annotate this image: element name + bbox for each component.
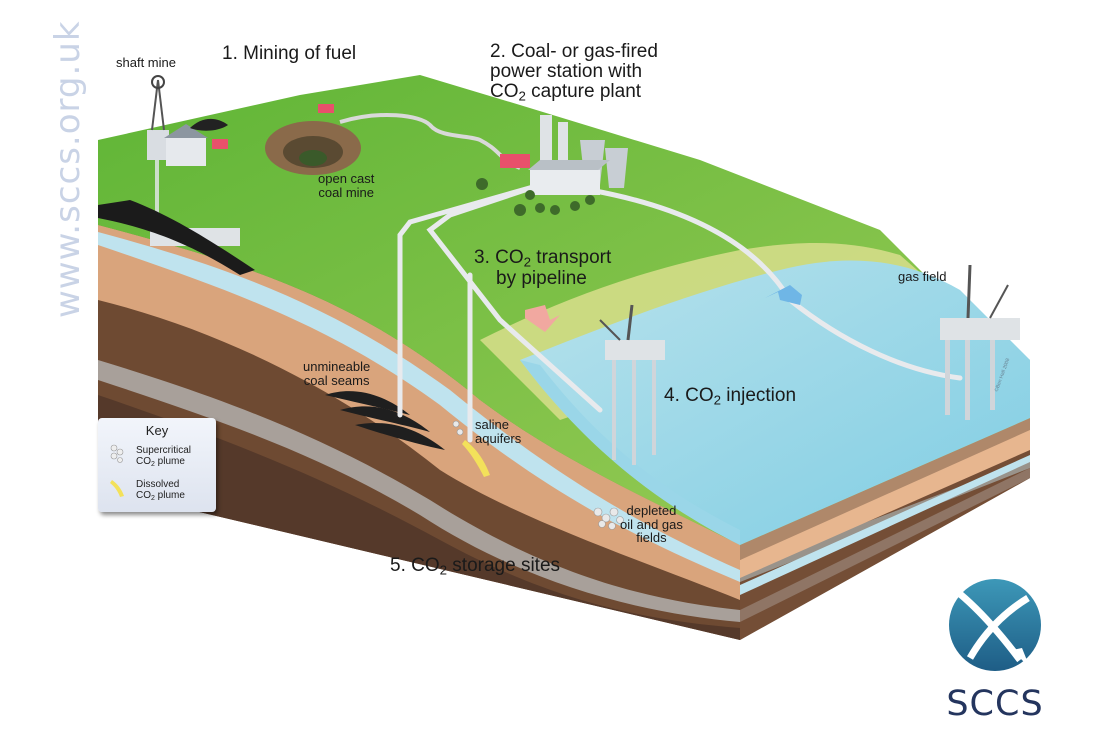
co2-flow-arrow xyxy=(525,305,560,332)
trees xyxy=(476,178,595,216)
website-watermark: www.sccs.org.uk xyxy=(48,20,88,318)
sccs-logo-text: SCCS xyxy=(946,684,1044,724)
sea-front xyxy=(520,360,740,545)
truck xyxy=(212,139,228,149)
label-open-cast-coal-mine: open cast coal mine xyxy=(318,171,375,200)
label-saline-aquifers: saline aquifers xyxy=(475,417,522,446)
truck xyxy=(318,104,334,113)
sccs-logo-mark xyxy=(949,579,1041,671)
dissolved-plume-icon xyxy=(110,480,124,497)
legend-item-dissolved: Dissolved CO2 plume xyxy=(136,479,185,502)
gas-field-rig xyxy=(940,264,1020,420)
gas-flow-arrow xyxy=(765,285,802,305)
legend-item-supercritical: Supercritical CO2 plume xyxy=(136,445,192,468)
shaft-mine-structure xyxy=(147,75,228,230)
label-co2-injection: 4. CO2 injection xyxy=(664,385,797,408)
label-co2-storage-sites: 5. CO2 storage sites xyxy=(390,555,561,578)
label-mining-of-fuel: 1. Mining of fuel xyxy=(222,43,357,64)
co2-pipelines xyxy=(397,182,963,443)
label-unmineable-coal-seams: unmineable coal seams xyxy=(303,359,371,388)
dissolved-co2-plume xyxy=(462,440,490,477)
coal-seam-upper xyxy=(98,200,255,275)
open-cast-pit-water xyxy=(299,150,327,166)
supercritical-plume-icon xyxy=(110,444,124,463)
label-co2-transport: 3. CO2 transport by pipeline xyxy=(474,247,612,290)
power-station xyxy=(528,115,628,195)
label-depleted-fields: depleted oil and gas fields xyxy=(620,503,683,546)
road xyxy=(339,112,521,170)
supercritical-co2-plume xyxy=(452,420,624,530)
unmineable-coal-seams xyxy=(325,391,445,450)
truck xyxy=(500,154,530,168)
injection-rig xyxy=(599,304,665,465)
strata-front xyxy=(98,140,1030,640)
label-power-station: 2. Coal- or gas-fired power station with… xyxy=(490,41,658,104)
legend-symbols xyxy=(110,444,124,497)
legend-key: Key Supercritical CO2 plume Dissolved CO… xyxy=(98,418,216,512)
label-gas-field: gas field xyxy=(898,269,947,284)
legend-title: Key xyxy=(145,423,169,438)
label-shaft-mine: shaft mine xyxy=(116,55,176,70)
